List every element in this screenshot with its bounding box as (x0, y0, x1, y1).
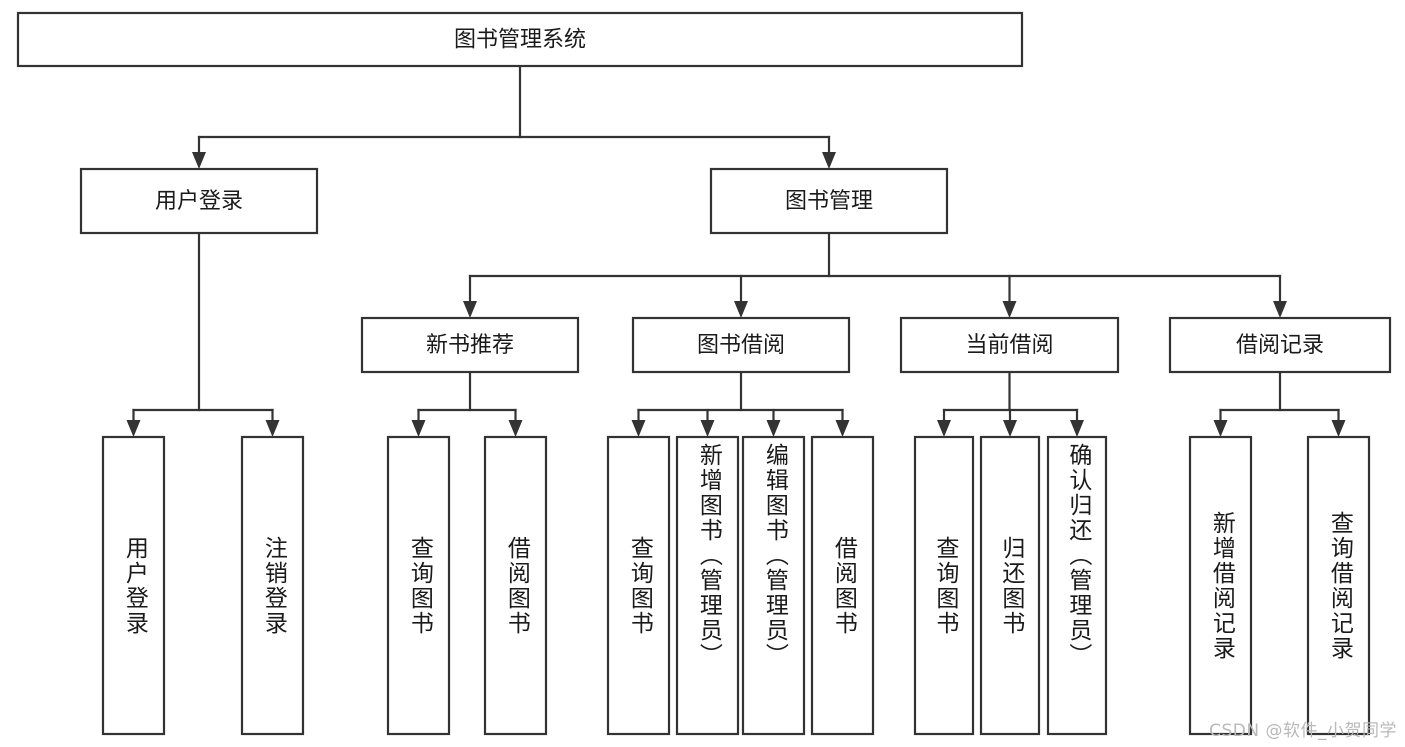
arrow-down-icon (265, 420, 280, 437)
csdn-watermark: CSDN @软件_小贺同学 (1209, 721, 1397, 741)
node-label-book-manage: 图书管理 (785, 189, 873, 214)
arrow-down-icon (126, 420, 141, 437)
node-new-book-rec[interactable] (360, 316, 580, 374)
node-root-root[interactable] (16, 11, 1024, 68)
arrow-down-icon (734, 301, 748, 318)
arrow-down-icon (192, 152, 206, 169)
node-leaf-edit-book-admin[interactable] (741, 435, 806, 736)
arrow-down-icon (937, 420, 951, 437)
connector-layer (126, 64, 1346, 437)
arrow-down-icon (1003, 420, 1017, 437)
node-leaf-confirm-return-admin[interactable] (1046, 435, 1108, 736)
arrow-down-icon (508, 420, 523, 437)
node-leaf-borrow-book-rec[interactable] (483, 435, 548, 736)
node-label-root: 图书管理系统 (454, 28, 586, 53)
node-book-manage[interactable] (709, 167, 949, 235)
arrow-down-icon (463, 301, 477, 318)
node-book-borrow[interactable] (631, 316, 851, 374)
node-leaf-add-borrow-record[interactable] (1188, 435, 1253, 736)
arrow-down-icon (1213, 420, 1228, 437)
node-current-borrow[interactable] (899, 316, 1120, 374)
node-box-layer (16, 11, 1392, 736)
arrow-down-icon (835, 420, 850, 437)
node-label-book-borrow: 图书借阅 (697, 333, 785, 358)
node-label-borrow-record: 借阅记录 (1236, 333, 1324, 358)
arrow-down-icon (631, 420, 646, 437)
node-leaf-return-book[interactable] (979, 435, 1041, 736)
arrow-down-icon (1331, 420, 1346, 437)
node-label-current-borrow: 当前借阅 (965, 333, 1053, 358)
arrow-down-icon (822, 152, 836, 169)
arrow-down-icon (1273, 301, 1287, 318)
node-label-user-login: 用户登录 (155, 189, 243, 214)
node-leaf-user-login[interactable] (101, 435, 166, 736)
node-leaf-query-book-rec[interactable] (386, 435, 451, 736)
arrow-down-icon (411, 420, 426, 437)
node-leaf-add-book-admin[interactable] (675, 435, 740, 736)
node-borrow-record[interactable] (1168, 316, 1392, 374)
node-leaf-query-borrow-record[interactable] (1306, 435, 1371, 736)
arrow-down-icon (1070, 420, 1084, 437)
arrow-down-icon (700, 420, 715, 437)
node-leaf-query-book-cur[interactable] (913, 435, 975, 736)
node-leaf-logout-login[interactable] (240, 435, 305, 736)
arrow-down-icon (1002, 301, 1017, 318)
node-label-new-book-rec: 新书推荐 (426, 333, 514, 358)
node-leaf-query-book-borrow[interactable] (606, 435, 671, 736)
arrow-down-icon (766, 420, 781, 437)
node-leaf-borrow-book[interactable] (810, 435, 875, 736)
node-user-login[interactable] (79, 167, 319, 235)
